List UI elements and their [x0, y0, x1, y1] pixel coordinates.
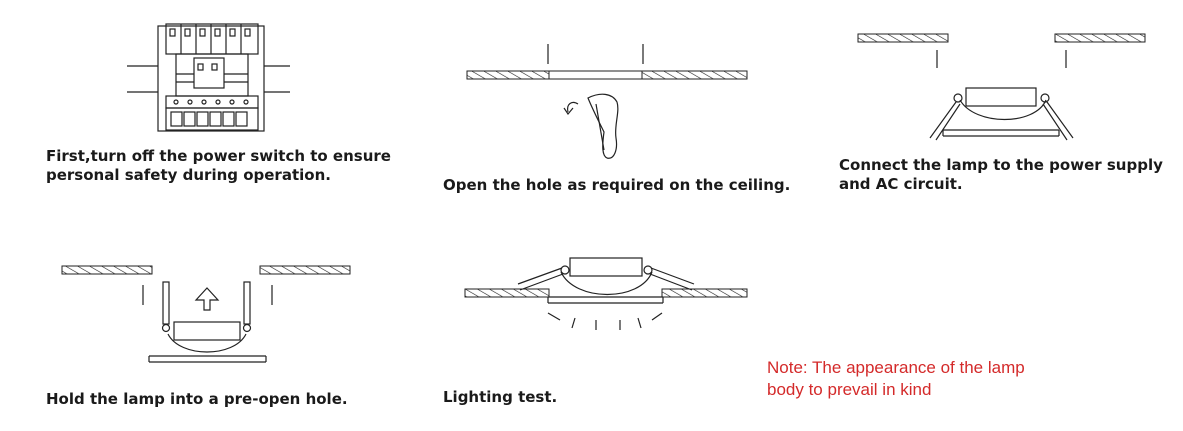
step-1-caption: First,turn off the power switch to ensur… — [46, 147, 391, 185]
light-rays-icon — [547, 312, 663, 330]
lamp-wiring-illustration — [857, 33, 1146, 141]
step-3-caption-line-2: and AC circuit. — [839, 175, 963, 193]
step-1-caption-line-2: personal safety during operation. — [46, 166, 331, 184]
appearance-note: Note: The appearance of the lamp body to… — [767, 357, 1025, 401]
lamp-insert-illustration — [61, 265, 351, 363]
step-1-caption-line-1: First,turn off the power switch to ensur… — [46, 147, 391, 165]
step-4-caption-line-1: Hold the lamp into a pre-open hole. — [46, 390, 348, 408]
step-2-caption-line-1: Open the hole as required on the ceiling… — [443, 176, 791, 194]
step-4-caption: Hold the lamp into a pre-open hole. — [46, 390, 348, 409]
step-3-caption: Connect the lamp to the power supply and… — [839, 156, 1163, 194]
ceiling-hole-illustration — [466, 44, 748, 80]
step-3-caption-line-1: Connect the lamp to the power supply — [839, 156, 1163, 174]
step-2-caption: Open the hole as required on the ceiling… — [443, 176, 790, 195]
note-line-2: body to prevail in kind — [767, 380, 932, 399]
saw-icon — [563, 93, 619, 159]
step-5-caption-line-1: Lighting test. — [443, 388, 558, 406]
circuit-breaker-illustration — [127, 23, 290, 132]
step-5-caption: Lighting test. — [443, 388, 557, 407]
lighting-test-illustration — [464, 257, 748, 330]
note-line-1: Note: The appearance of the lamp — [767, 358, 1025, 377]
